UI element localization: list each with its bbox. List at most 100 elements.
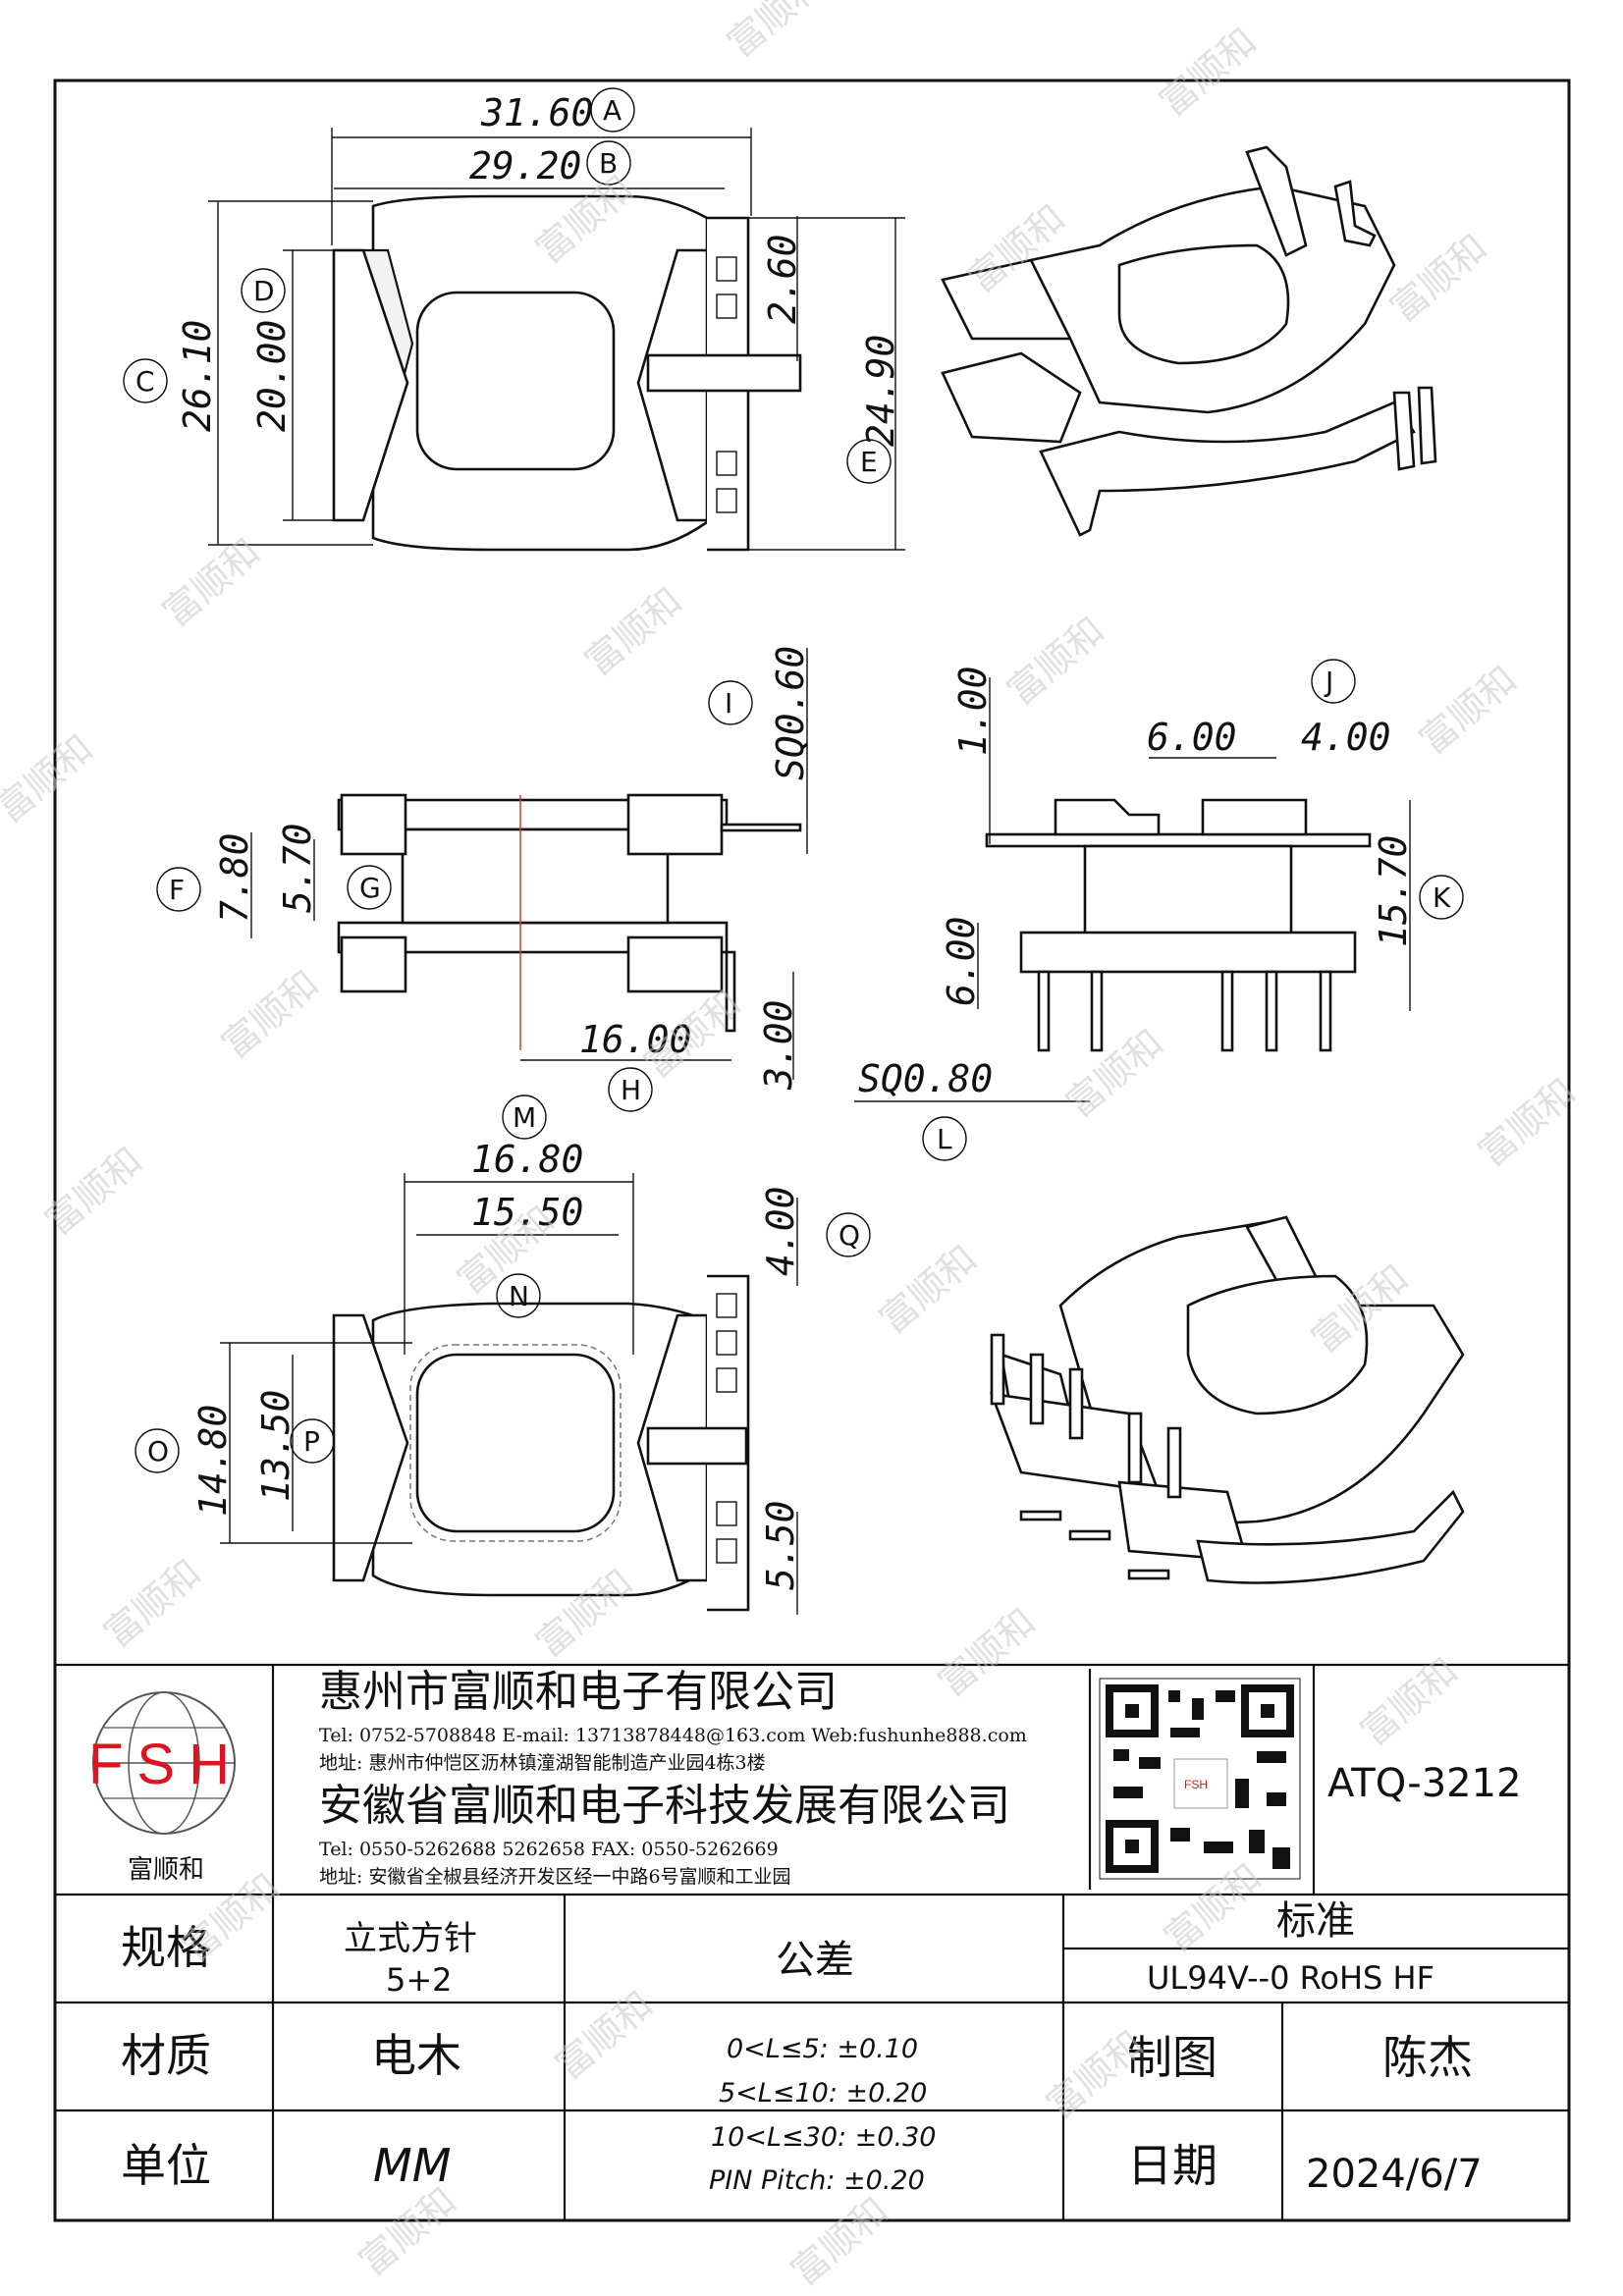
callout-Q [826,1212,871,1257]
dim-L-value: SQ0.80 [858,1057,993,1100]
callout-O-letter: O [147,1435,169,1468]
dim-base-value: 6.00 [940,916,983,1006]
spec-label: 规格 [121,1921,211,1974]
callout-B [586,140,631,186]
callout-L [922,1116,967,1161]
qr-label: FSH [1184,1778,1208,1791]
callout-G [347,865,392,910]
top-view: 31.60 A 29.20 B 26.10 C 20.00 D 24.90 E … [123,87,905,552]
watermark: 富顺和 [1058,1021,1172,1126]
side-view-pin [725,950,736,1033]
top-view-pin-slot [716,294,737,319]
tolerance-3: 10<L≤30: ±0.30 [711,2122,936,2153]
side-view-left-cap [340,793,407,856]
dim-pitch-value: 6.00 [1147,716,1237,759]
bottom-view: 16.80 M 15.50 N 14.80 O 13.50 P 4.00 Q 5… [135,1095,871,1615]
iso-view-top [941,145,1437,537]
tolerance-2: 5<L≤10: ±0.20 [719,2078,927,2109]
top-view-left-wall [332,248,409,522]
top-view-pin-slot [716,256,737,282]
dim-I-value: SQ0.60 [769,646,812,780]
company1-contact: Tel: 0752-5708848 E-mail: 13713878448@16… [319,1725,1027,1746]
watermark: 富顺和 [1412,658,1526,763]
callout-K-letter: K [1433,881,1451,914]
callout-J-letter: J [1324,666,1333,698]
iso1-pin [1333,180,1377,247]
dim-J-value: 4.00 [1301,716,1391,759]
callout-H [608,1067,653,1112]
callout-C-letter: C [135,365,155,398]
company2-address: 地址: 安徽省全椒县经济开发区经一中路6号富顺和工业园 [319,1866,791,1888]
drawn-label: 制图 [1127,2031,1217,2084]
dim-M-value: 16.80 [471,1138,583,1181]
front-view-pins [1037,970,1332,1052]
top-view-pin-slot [716,451,737,476]
iso2-base-flange [1196,1489,1465,1584]
logo-text: FSH [88,1733,243,1796]
logo-caption: 富顺和 [128,1855,204,1885]
top-view-window [415,291,616,471]
material-value: 电木 [371,2029,461,2082]
iso1-lower-tab [941,351,1082,444]
dim-K-value: 15.70 [1372,835,1415,947]
tolerance-label: 公差 [776,1938,854,1983]
standard-label: 标准 [1276,1898,1355,1944]
watermark: 富顺和 [720,0,834,66]
company2-contact: Tel: 0550-5262688 5262658 FAX: 0550-5262… [319,1839,779,1860]
dim-H-value: 16.00 [579,1018,691,1061]
watermark: 富顺和 [214,962,328,1067]
side-view-pin [720,823,802,832]
watermark: 富顺和 [1000,609,1113,714]
callout-F [156,867,201,912]
dim-O-value: 14.80 [191,1405,235,1517]
front-view-top-lug [1201,798,1308,836]
material-label: 材质 [121,2029,211,2082]
dim-A-value: 31.60 [480,91,593,134]
dim-N-value: 15.50 [471,1191,583,1234]
callout-P-letter: P [303,1425,320,1458]
callout-M-letter: M [513,1101,536,1134]
sheet-border [53,79,1571,2222]
qr-code: FSH [1099,1678,1301,1880]
callout-O [135,1428,180,1473]
side-view-core [401,828,670,925]
side-view-right-cap [626,793,724,856]
company1-address: 地址: 惠州市仲恺区沥林镇潼湖智能制造产业园4栋3楼 [319,1752,766,1774]
watermark: 富顺和 [784,2189,897,2294]
watermark: 富顺和 [872,1237,986,1342]
bottom-view-window [415,1353,616,1533]
dim-top-value: 1.00 [951,666,995,756]
dim-C-value: 26.10 [176,320,219,432]
dim-pin2-value: 5.50 [759,1500,802,1590]
bottom-view-pin-slot [716,1367,737,1393]
callout-I-letter: I [725,687,732,720]
front-view-top-lug [1054,798,1161,836]
dim-F-value: 7.80 [213,832,256,923]
part-number: ATQ-3212 [1327,1761,1522,1806]
drawn-value: 陈杰 [1382,2031,1473,2084]
callout-H-letter: H [621,1074,641,1106]
iso1-base-flange [1039,400,1416,537]
dim-D-value: 20.00 [250,320,294,432]
dim-G-value: 5.70 [276,823,319,913]
dim-pin-value: 3.00 [757,999,800,1091]
unit-label: 单位 [121,2139,211,2192]
date-label: 日期 [1127,2139,1217,2192]
callout-M [502,1095,547,1140]
front-view-base [1019,931,1357,974]
bottom-view-left-wall [332,1313,409,1582]
iso1-pin [1417,386,1437,465]
top-view-center-tab [646,353,802,393]
watermark: 富顺和 [1152,20,1266,125]
iso-view-bottom [990,1215,1465,1584]
bottom-view-pin-slot [716,1501,737,1526]
front-view-top-plate [985,832,1372,848]
watermark: 富顺和 [1382,226,1496,331]
company1-name: 惠州市富顺和电子有限公司 [319,1667,838,1717]
callout-N-letter: N [509,1280,529,1312]
watermark: 富顺和 [96,1551,210,1656]
bottom-view-hidden-outline [409,1344,622,1542]
callout-D [241,268,286,313]
bottom-view-center-tab [646,1426,748,1466]
